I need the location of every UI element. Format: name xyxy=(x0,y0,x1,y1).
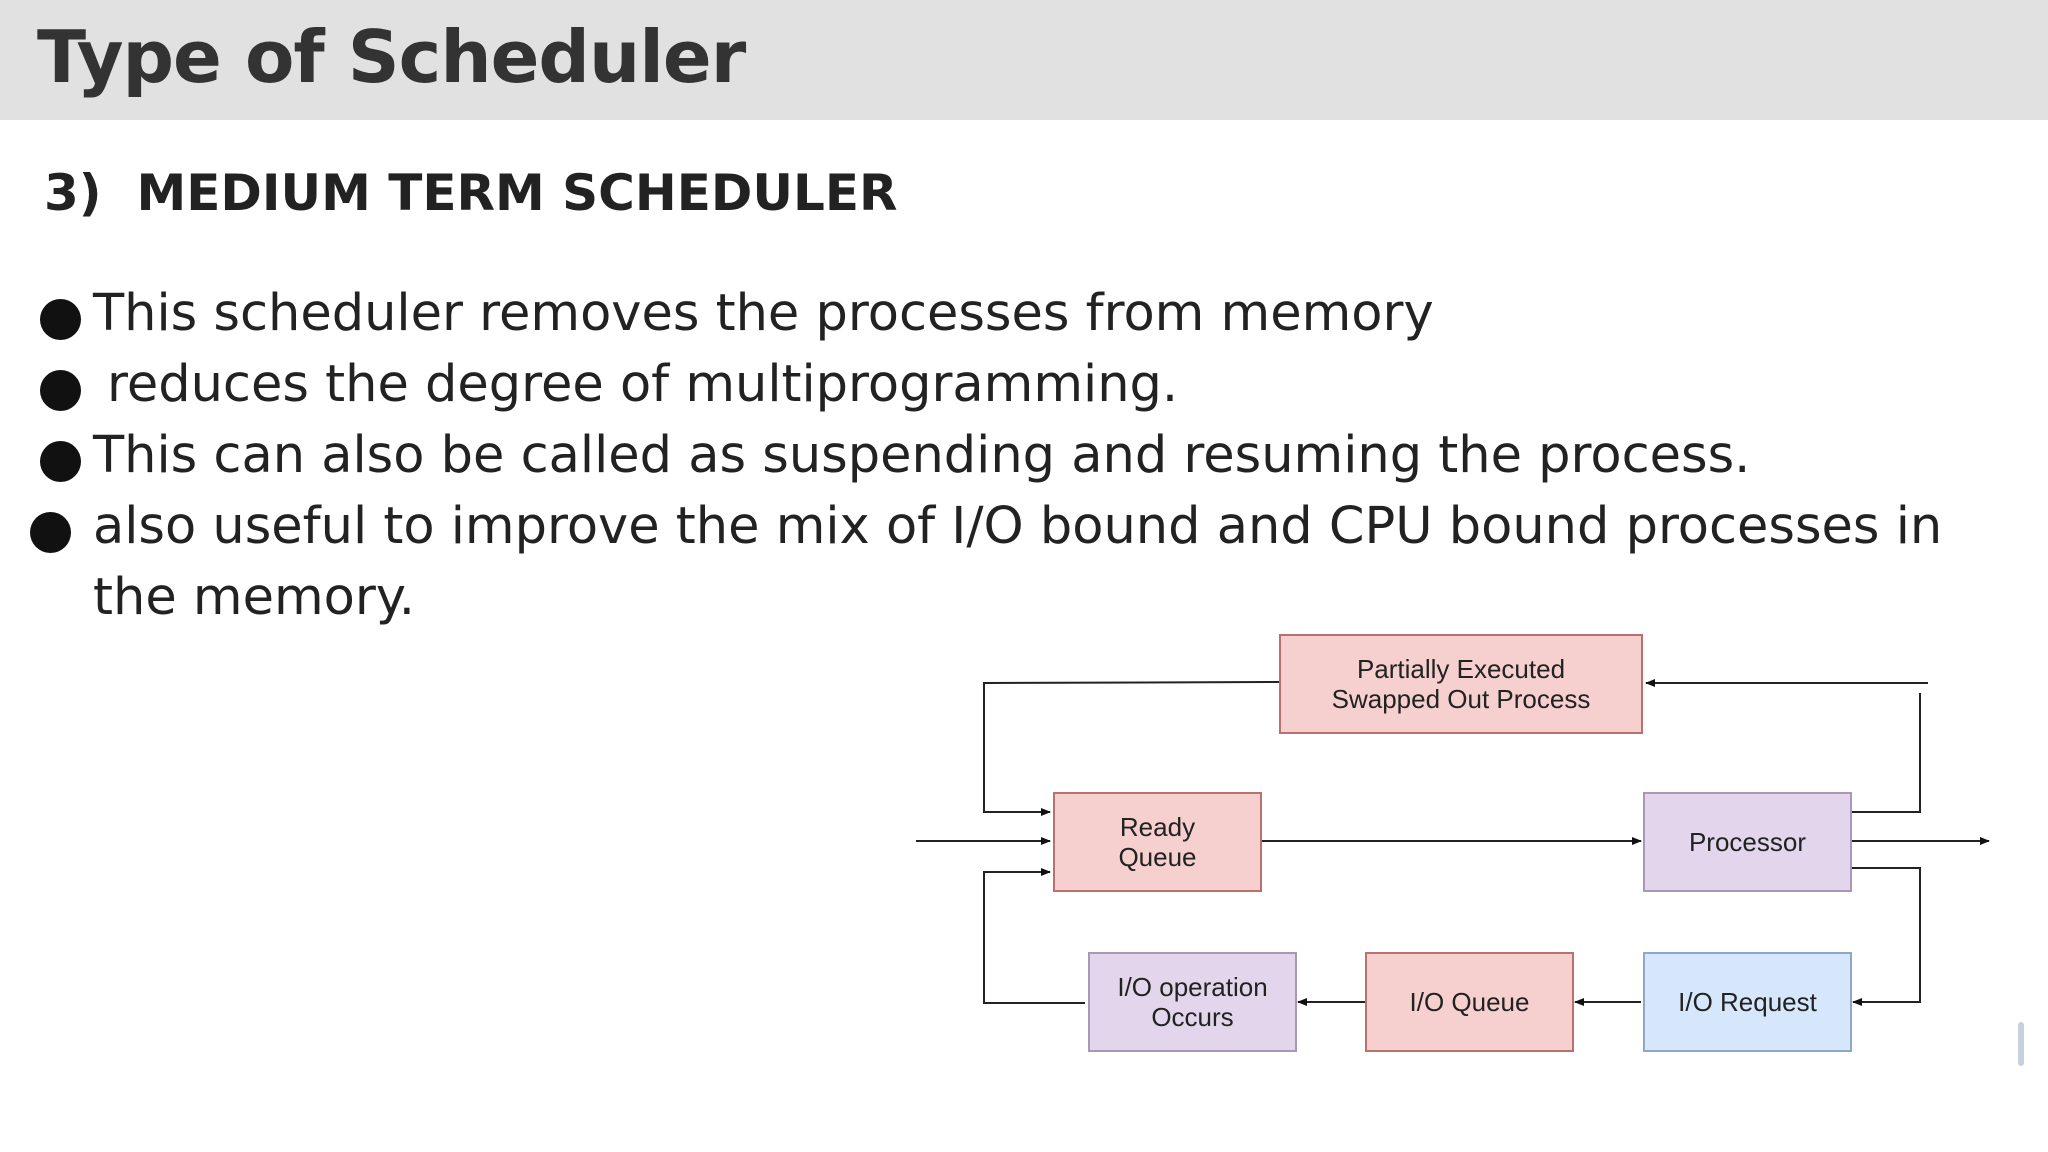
bullet-dot-icon xyxy=(40,299,81,340)
medium-term-scheduler-diagram: Partially Executed Swapped Out Process R… xyxy=(900,620,2000,1070)
swap-out-line xyxy=(1852,693,1921,813)
io-operation-label: I/O operation Occurs xyxy=(1117,972,1268,1032)
bullet-dot-icon xyxy=(30,512,71,553)
bullet-item: reduces the degree of multiprogramming. xyxy=(0,349,2000,420)
bullet-item: This scheduler removes the processes fro… xyxy=(0,278,2000,349)
io-queue-box: I/O Queue xyxy=(1365,952,1574,1052)
bullet-text: also useful to improve the mix of I/O bo… xyxy=(93,497,1943,627)
subheading: 3) MEDIUM TERM SCHEDULER xyxy=(44,164,898,222)
partially-executed-label: Partially Executed Swapped Out Process xyxy=(1331,654,1591,714)
io-request-label: I/O Request xyxy=(1678,987,1817,1017)
io-request-arrow xyxy=(1852,867,1921,1006)
bullet-text: reduces the degree of multiprogramming. xyxy=(107,355,1179,414)
processor-box: Processor xyxy=(1643,792,1852,892)
swap-in-arrow xyxy=(983,681,1280,816)
bullet-dot-icon xyxy=(40,441,81,482)
partially-executed-box: Partially Executed Swapped Out Process xyxy=(1279,634,1643,734)
slide-title: Type of Scheduler xyxy=(37,15,746,99)
diagram-connectors xyxy=(916,679,1990,1006)
bullet-dot-icon xyxy=(40,370,81,411)
bullet-item: also useful to improve the mix of I/O bo… xyxy=(0,491,1973,633)
edge-artifact xyxy=(2018,1022,2024,1066)
io-operation-box: I/O operation Occurs xyxy=(1088,952,1297,1052)
ready-queue-label: Ready Queue xyxy=(1118,812,1197,872)
bullet-text: This can also be called as suspending an… xyxy=(93,426,1751,485)
bullet-text: This scheduler removes the processes fro… xyxy=(93,284,1434,343)
bullet-list: This scheduler removes the processes fro… xyxy=(0,278,2000,633)
processor-label: Processor xyxy=(1688,827,1807,857)
io-request-box: I/O Request xyxy=(1643,952,1852,1052)
bullet-item: This can also be called as suspending an… xyxy=(0,420,2000,491)
io-return-arrow xyxy=(983,868,1085,1004)
io-queue-label: I/O Queue xyxy=(1409,987,1530,1017)
title-bar: Type of Scheduler xyxy=(0,0,2048,120)
ready-queue-box: Ready Queue xyxy=(1053,792,1262,892)
